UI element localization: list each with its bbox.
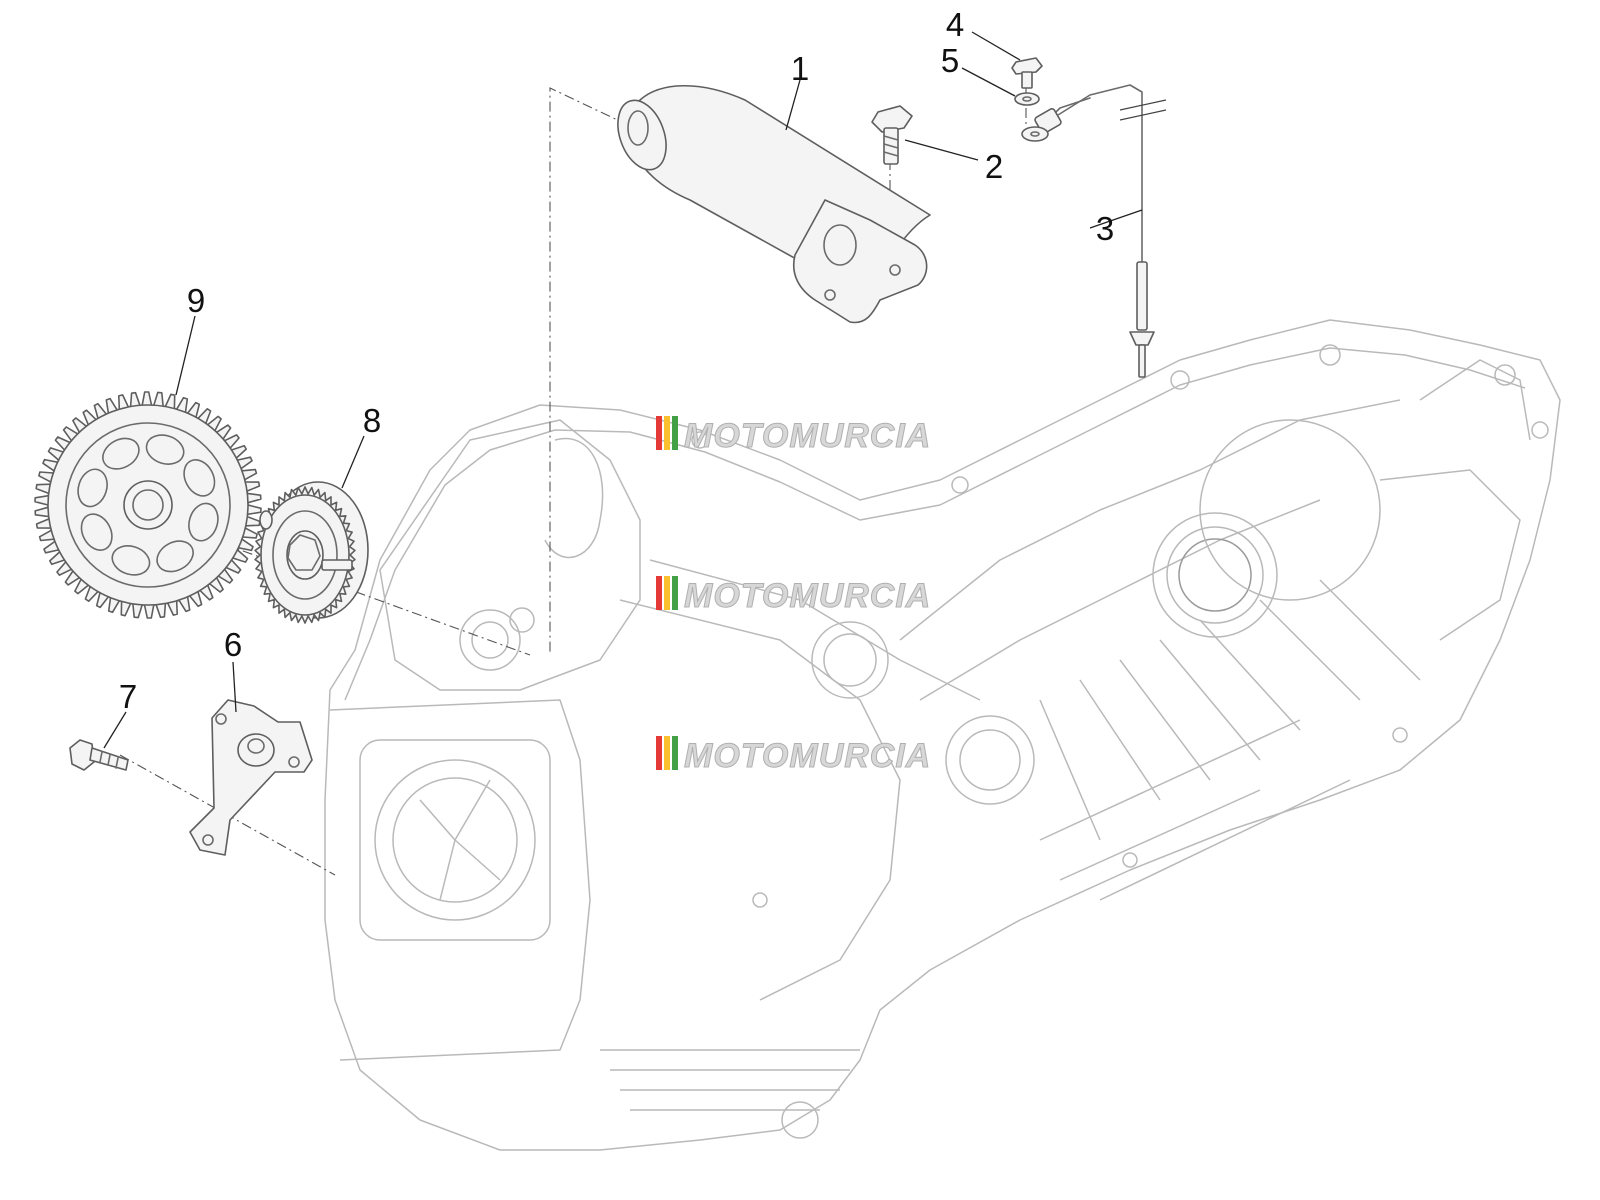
leader-lines bbox=[103, 31, 1143, 749]
callout-2: 2 bbox=[985, 148, 1003, 185]
gear-lightening-hole bbox=[77, 468, 108, 508]
intermediate-gear bbox=[254, 481, 369, 624]
watermark-stripe bbox=[664, 736, 670, 770]
cable-screw bbox=[1011, 57, 1043, 89]
callout-5: 5 bbox=[941, 42, 959, 79]
watermark-text: MOTOMURCIA bbox=[684, 417, 931, 455]
callout-1: 1 bbox=[791, 50, 809, 87]
gear-lightening-hole bbox=[145, 434, 185, 465]
callout-3: 3 bbox=[1096, 210, 1114, 247]
callout-9: 9 bbox=[187, 282, 205, 319]
watermark-stripe bbox=[672, 416, 678, 450]
gear-lightening-hole bbox=[111, 545, 151, 576]
callout-6: 6 bbox=[224, 626, 242, 663]
watermark-stripe bbox=[656, 576, 662, 610]
gear-lightening-hole bbox=[183, 459, 216, 497]
watermark-1: MOTOMURCIA bbox=[656, 416, 931, 456]
callout-8: 8 bbox=[363, 402, 381, 439]
gear-lightening-hole bbox=[80, 513, 113, 551]
cable-washer bbox=[1014, 92, 1049, 142]
watermark-3: MOTOMURCIA bbox=[656, 736, 931, 776]
watermark-2: MOTOMURCIA bbox=[656, 576, 931, 616]
watermark-stripe bbox=[656, 736, 662, 770]
gear-lightening-hole bbox=[102, 437, 140, 470]
watermark-stripe bbox=[664, 576, 670, 610]
starter-bolt bbox=[871, 105, 913, 165]
bracket-bolt bbox=[69, 739, 129, 771]
callout-4: 4 bbox=[946, 6, 964, 43]
gear-lightening-hole bbox=[156, 540, 194, 573]
callout-labels: 1 2 3 4 5 9 8 6 7 bbox=[119, 6, 1114, 715]
mounting-bracket bbox=[189, 699, 313, 856]
starter-cable bbox=[1034, 84, 1167, 378]
driven-gear bbox=[34, 391, 262, 619]
crankcase-illustration bbox=[324, 319, 1561, 1151]
watermark-stripe bbox=[672, 736, 678, 770]
gear-lightening-hole bbox=[188, 502, 219, 542]
starter-motor bbox=[617, 85, 931, 324]
watermark-text: MOTOMURCIA bbox=[684, 577, 931, 615]
callout-7: 7 bbox=[119, 678, 137, 715]
watermark-stripe bbox=[664, 416, 670, 450]
watermark-stripe bbox=[656, 416, 662, 450]
watermark-text: MOTOMURCIA bbox=[684, 737, 931, 775]
watermark-stripe bbox=[672, 576, 678, 610]
